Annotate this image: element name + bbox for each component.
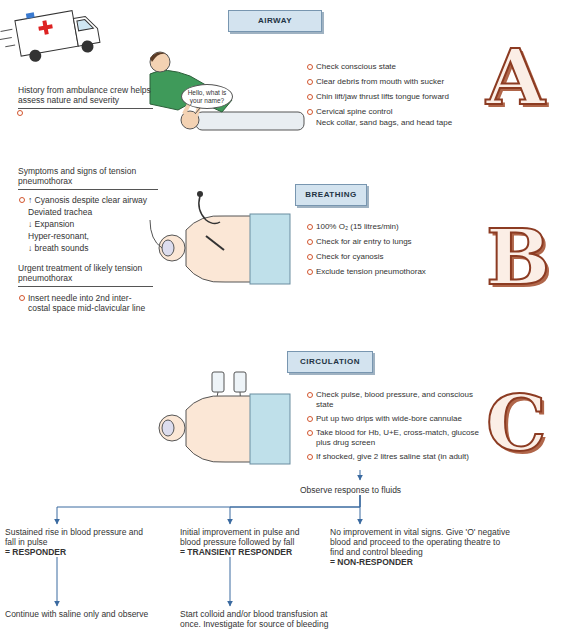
sign-item: Hyper-resonant, [28, 231, 163, 241]
section-letter: C [486, 384, 566, 464]
node-subtext: = RESPONDER [5, 547, 155, 557]
section-banner: CIRCULATION [287, 351, 373, 373]
motion-lines [0, 29, 15, 47]
ambulance [0, 2, 101, 67]
list-item: Exclude tension pneumothorax [316, 267, 481, 277]
node-text: No improvement in vital signs. Give 'O' … [330, 527, 515, 557]
wheel [81, 40, 95, 54]
bubble-tail [195, 108, 200, 114]
note: History from ambulance crew helps assess… [18, 85, 153, 109]
siren-light [26, 12, 35, 18]
node-text: AIRWAY [229, 16, 321, 26]
ambulance-window [77, 18, 94, 30]
list-item: Clear debris from mouth with sucker [316, 77, 481, 87]
breathing-figure [150, 191, 290, 284]
list-item: Take blood for Hb, U+E, cross-match, glu… [316, 428, 484, 448]
needle [206, 236, 224, 250]
flow-connector [360, 495, 361, 524]
list-item: If shocked, give 2 litres saline stat (i… [316, 452, 484, 462]
list-item: Check for cyanosis [316, 252, 481, 262]
flow-connector [57, 557, 58, 606]
action-text: Continue with saline only and observe [5, 606, 155, 619]
doctor-hair [150, 52, 170, 62]
speech-bubble: Hello, what is your name? [181, 84, 233, 109]
sheet [250, 214, 290, 284]
outcome-text: No improvement in vital signs. Give 'O' … [330, 524, 515, 567]
list-item: Check for air entry to lungs [316, 237, 481, 247]
flow-arrow [360, 470, 361, 480]
node-text: Start colloid and/or blood transfusion a… [180, 609, 350, 629]
stethoscope [197, 191, 203, 197]
node-subtext: = TRANSIENT RESPONDER [180, 547, 320, 557]
note-heading: Symptoms and signs of tension pneumothor… [18, 166, 158, 190]
section-letter: A [486, 38, 566, 118]
doctor-head [150, 52, 170, 72]
flow-connector [230, 495, 360, 524]
oxygen-mask [162, 240, 174, 256]
flow-connector [230, 557, 231, 606]
node-text: CIRCULATION [288, 357, 372, 367]
node-text: Initial improvement in pulse and blood p… [180, 527, 320, 547]
wheel [28, 49, 42, 63]
node-text: Observe response to fluids [300, 485, 430, 495]
list-item: Chin lift/jaw thrust lifts tongue forwar… [316, 92, 481, 102]
list-item: Cervical spine control [316, 107, 481, 117]
node-text: Sustained rise in blood pressure and fal… [5, 527, 155, 547]
drip-bag [234, 372, 246, 392]
sign-item: ↑ Cyanosis despite clear airway [28, 195, 163, 205]
node-text: Hello, what is your name? [185, 89, 229, 104]
ambulance-body [15, 11, 78, 57]
list-item: Check pulse, blood pressure, and conscio… [316, 390, 484, 410]
flow-step: Observe response to fluids [300, 482, 430, 495]
patient-head [159, 415, 185, 441]
node-text: BREATHING [296, 190, 366, 200]
list-subitem: Neck collar, sand bags, and head tape [316, 118, 481, 128]
circulation-figure [159, 372, 290, 464]
patient-head [159, 235, 185, 261]
treatment-item: Insert needle into 2nd inter-costal spac… [28, 293, 153, 313]
section-banner: AIRWAY [228, 10, 322, 32]
doctor-body [150, 70, 232, 112]
node-subtext: = NON-RESPONDER [330, 557, 515, 567]
oxygen-tube [150, 220, 162, 248]
drip-bag [212, 372, 224, 392]
list-item: Put up two drips with wide-bore cannulae [316, 414, 484, 424]
oxygen-mask [162, 420, 174, 436]
sign-item: ↓ breath sounds [28, 243, 163, 253]
patient-body [196, 112, 304, 130]
list-item: Check conscious state [316, 62, 481, 72]
outcome-text: Sustained rise in blood pressure and fal… [5, 524, 155, 557]
section-letter: B [486, 218, 566, 298]
node-text: Continue with saline only and observe [5, 609, 155, 619]
red-cross [42, 20, 48, 34]
sign-item: Deviated trachea [28, 207, 163, 217]
action-text: Start colloid and/or blood transfusion a… [180, 606, 350, 629]
list-item: 100% O₂ (15 litres/min) [316, 222, 481, 232]
stethoscope [199, 196, 220, 224]
sign-item: ↓ Expansion [28, 219, 163, 229]
sheet [250, 394, 290, 464]
airway-figure [150, 52, 304, 130]
flow-connector [57, 495, 360, 524]
note-heading: Urgent treatment of likely tension pneum… [18, 263, 153, 287]
outcome-text: Initial improvement in pulse and blood p… [180, 524, 320, 557]
section-banner: BREATHING [295, 184, 367, 206]
